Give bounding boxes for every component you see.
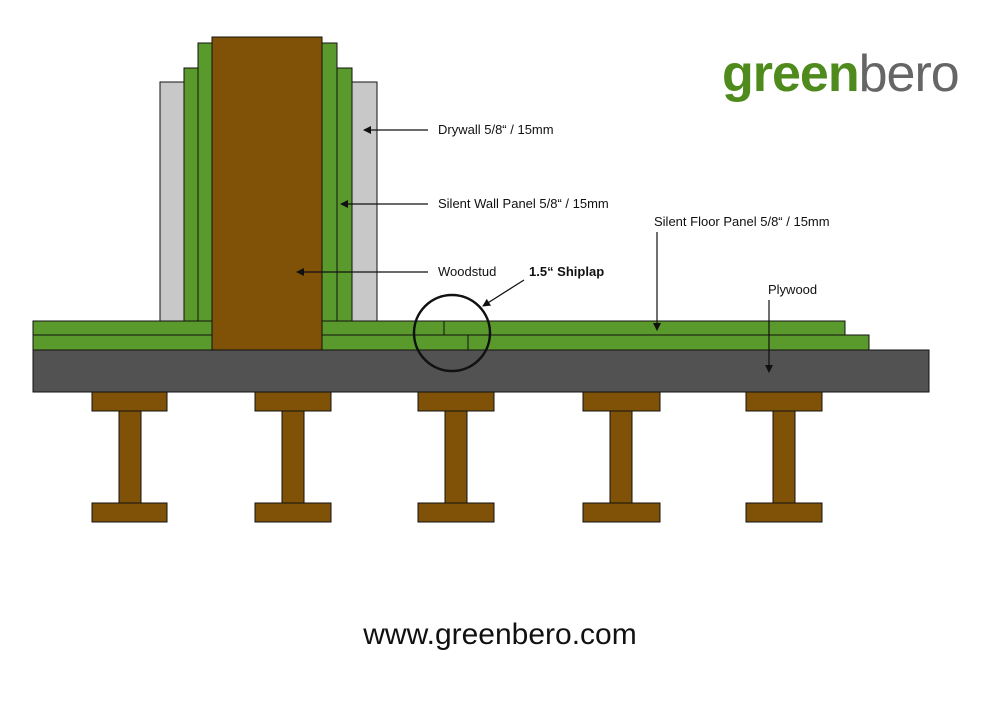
silent-wall-panel-left-outer [183,67,199,323]
shiplap-highlight-circle [412,293,492,373]
woodstud [211,36,323,351]
drywall-left [159,81,185,323]
label-shiplap: 1.5“ Shiplap [529,264,605,279]
silent-wall-panel-right-inner [321,42,338,323]
logo-text-grey: bero [858,45,960,103]
label-drywall: Drywall 5/8“ / 15mm [438,122,554,137]
website-url: www.greenbero.com [363,618,637,651]
floor-panel-upper-right [443,320,846,336]
joist-2 [254,391,332,523]
joist-5 [745,391,823,523]
floor-panel-lower-right [467,334,870,351]
logo-text-green: green [722,45,860,103]
silent-wall-panel-right-outer [336,67,353,323]
label-silent-floor-panel: Silent Floor Panel 5/8“ / 15mm [654,214,830,229]
label-silent-wall-panel: Silent Wall Panel 5/8“ / 15mm [438,196,609,211]
greenbero-logo: greenbero [722,44,960,104]
label-plywood: Plywood [768,282,818,297]
floor-panel-upper-middle [321,320,445,336]
silent-wall-panel-left-inner [197,42,213,323]
joist-4 [582,391,661,523]
drywall-right [351,81,378,323]
joist-1 [91,391,168,523]
floor-panel-upper-left [32,320,213,336]
floor-panel-lower-middle [321,334,469,351]
shiplap-arrow [482,279,525,307]
floor-panel-lower-left [32,334,213,351]
joist-3 [417,391,495,523]
label-woodstud: Woodstud [438,264,497,279]
